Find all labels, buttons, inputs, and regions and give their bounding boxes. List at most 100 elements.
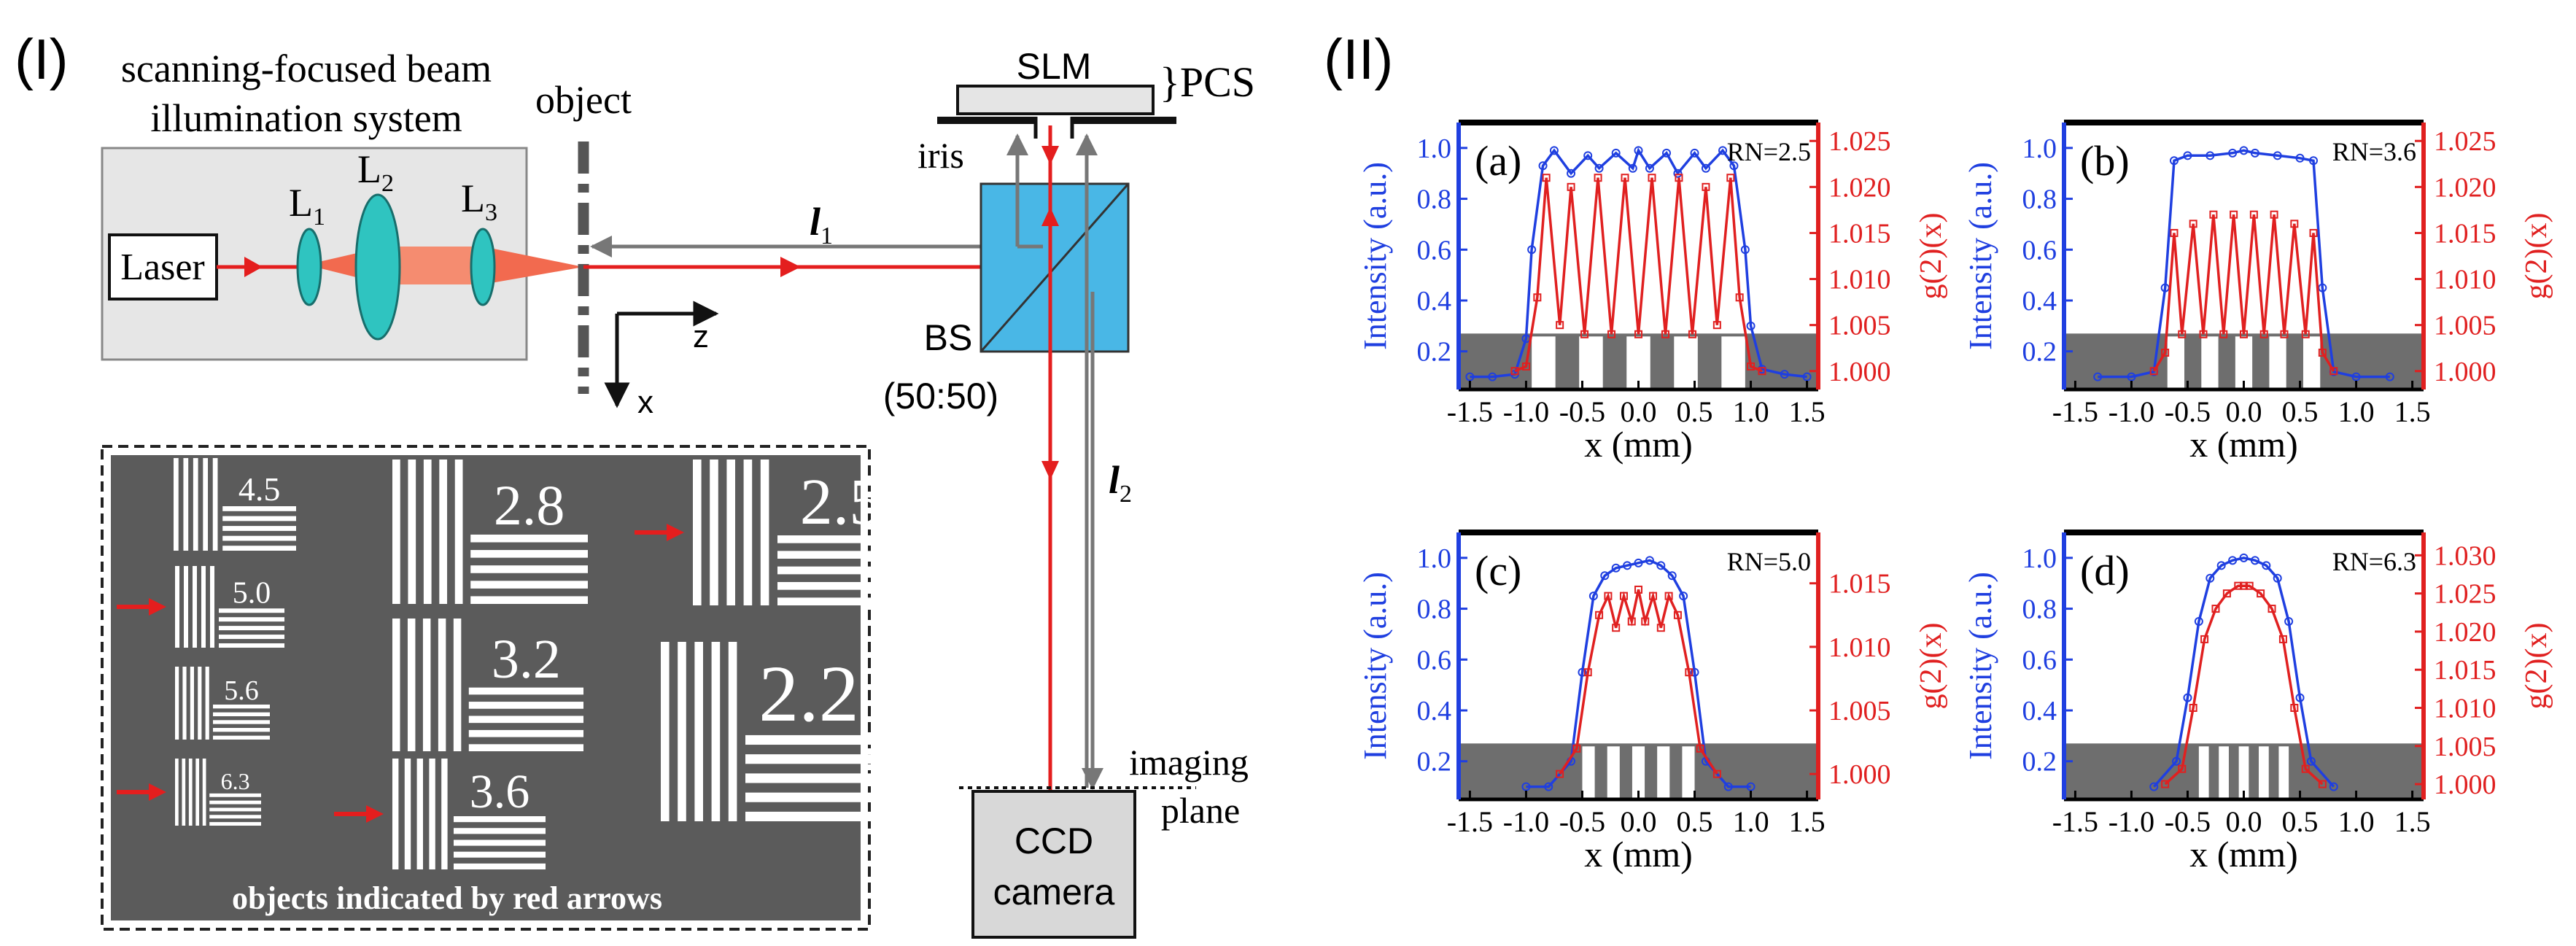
intensity-point [2273, 573, 2282, 583]
g2-point [2259, 330, 2268, 338]
beam-splitter-diagonal [979, 183, 1130, 352]
g2-point [1726, 174, 1735, 182]
horizontal-bar [470, 596, 588, 604]
g2-point [2199, 330, 2208, 338]
intensity-point [2228, 556, 2238, 565]
y-tick-label: 0.4 [2022, 696, 2057, 726]
l2-label: l2 [1109, 458, 1132, 508]
g2-point [1758, 367, 1766, 376]
y2-tick-label: 1.005 [1828, 311, 1891, 341]
target-bar [1674, 336, 1698, 389]
x-tick-label: 0.0 [2226, 395, 2262, 428]
horizontal-bar [219, 626, 284, 631]
vertical-bar [416, 759, 423, 869]
target-bar [1582, 746, 1595, 799]
x-tick-label: -0.5 [1559, 805, 1605, 838]
y-tick-label: 1.0 [2022, 133, 2057, 164]
horizontal-bar [209, 793, 261, 797]
g2-point [1542, 174, 1551, 182]
y2-tick-label: 1.000 [1828, 759, 1891, 790]
part-label-2: (II) [1324, 27, 1393, 91]
horizontal-bar [209, 807, 261, 812]
g2-point [1572, 744, 1581, 753]
y2-tick-label: 1.005 [1828, 696, 1891, 726]
g2-point [2301, 764, 2310, 773]
pcs-label: }PCS [1160, 58, 1255, 106]
vertical-bar [392, 759, 399, 869]
target-label: 4.5 [238, 470, 281, 508]
vertical-bar [661, 642, 670, 821]
y-tick-label: 0.8 [2022, 594, 2057, 625]
g2-point [2280, 330, 2289, 338]
g2-point [1510, 367, 1519, 376]
vertical-bar [392, 619, 400, 751]
intensity-point [2329, 782, 2338, 791]
target-label: 3.6 [470, 765, 530, 818]
vertical-bar [407, 619, 416, 751]
intensity-point [1729, 161, 1739, 171]
g2-point [1649, 592, 1658, 600]
vertical-bar [423, 460, 432, 604]
g2-point [2257, 589, 2265, 598]
part-label-1: (I) [15, 27, 69, 91]
intensity-point [1673, 168, 1683, 178]
x-tick-label: -1.0 [1503, 805, 1549, 838]
intensity-point [2194, 617, 2203, 626]
vertical-bar [198, 667, 202, 740]
ccd-label-2: camera [993, 872, 1115, 912]
y2-axis-label: g(2)(x) [1914, 213, 1948, 300]
intensity-point [2149, 782, 2159, 791]
horizontal-bar [219, 643, 284, 648]
intensity-point [1634, 146, 1643, 155]
vertical-bar [453, 619, 462, 751]
g2-point [1604, 592, 1613, 600]
horizontal-bar [454, 863, 546, 869]
intensity-point [1634, 558, 1643, 567]
y2-axis-label: g(2)(x) [1914, 623, 1948, 710]
intensity-point [1544, 782, 1553, 791]
y2-tick-label: 1.025 [2434, 579, 2497, 610]
horizontal-bar [470, 534, 588, 543]
axis-z-label: z [693, 319, 709, 354]
y2-tick-label: 1.020 [2434, 617, 2497, 648]
target-bar [1657, 746, 1670, 799]
target-bar [2303, 336, 2321, 389]
g2-point [2189, 704, 2197, 713]
vertical-bar [726, 460, 735, 605]
laser-box [108, 233, 218, 301]
vertical-bar [743, 460, 753, 605]
intensity-point [1611, 563, 1621, 573]
y2-tick-label: 1.025 [2434, 126, 2497, 157]
intensity-point [2273, 151, 2282, 160]
x-tick-label: 1.0 [2338, 395, 2375, 428]
intensity-point [1600, 571, 1610, 581]
vertical-bar [188, 759, 193, 826]
horizontal-bar [745, 734, 872, 745]
y-axis-label: Intensity (a.u.) [1963, 572, 1998, 760]
g2-line [2152, 214, 2335, 372]
lens-l3 [470, 228, 496, 306]
x-tick-label: -0.5 [1559, 395, 1605, 428]
horizontal-bar [222, 516, 296, 522]
g2-point [2189, 220, 2197, 228]
vertical-bar [422, 619, 431, 751]
horizontal-bar [745, 754, 872, 764]
intensity-point [1521, 782, 1531, 791]
x-tick-label: 0.0 [2226, 805, 2262, 838]
intensity-point [2183, 151, 2192, 160]
intensity-point [2250, 148, 2259, 158]
horizontal-bar [213, 720, 270, 724]
target-bar [2278, 746, 2289, 799]
panel-letter: (c) [1475, 547, 1521, 594]
intensity-line [2098, 149, 2390, 379]
x-axis-label: x (mm) [2189, 834, 2298, 875]
target-bar [2219, 746, 2229, 799]
vertical-bar [212, 458, 218, 551]
intensity-point [2239, 553, 2249, 562]
intensity-point [1549, 146, 1559, 155]
vertical-bar [454, 460, 463, 604]
intensity-point [1465, 372, 1475, 381]
